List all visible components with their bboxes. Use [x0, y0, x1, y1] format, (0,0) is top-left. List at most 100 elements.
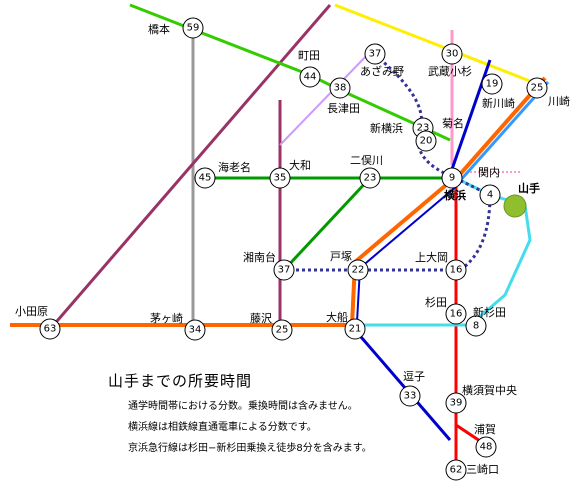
station-minutes: 25: [531, 83, 544, 94]
station-label-kawasaki: 川崎: [548, 95, 570, 108]
station-shonandai: 37: [273, 259, 295, 281]
station-circle: [399, 385, 421, 407]
station-odawara: 63: [39, 318, 61, 340]
station-circle: [526, 77, 548, 99]
legend-note-1: 通学時間帯における分数。乗換時間は含みません。: [128, 401, 358, 412]
station-minutes: 25: [276, 325, 289, 336]
station-circle: [194, 167, 216, 189]
station-label-odawara: 小田原: [15, 305, 48, 318]
station-minutes: 23: [417, 123, 430, 134]
station-circle: [299, 66, 321, 88]
line-blue-dotted-south: [454, 176, 492, 272]
station-circle: [479, 184, 501, 206]
station-circle: [329, 77, 351, 99]
station-circle: [475, 436, 497, 458]
station-label-ofuna: 大船: [326, 311, 348, 324]
station-sugita: 16: [445, 303, 467, 325]
station-minutes: 19: [486, 79, 499, 90]
line-tokaido: [10, 178, 454, 327]
station-nagatsuta: 38: [329, 77, 351, 99]
station-label-sugita: 杉田: [425, 296, 447, 309]
station-circle: [445, 459, 467, 481]
station-label-fujisawa: 藤沢: [250, 312, 272, 325]
station-minutes: 34: [189, 325, 202, 336]
station-machida: 44: [299, 66, 321, 88]
station-minutes: 37: [278, 265, 291, 276]
line-odakyu: [43, 4, 332, 336]
station-minutes: 63: [44, 324, 57, 335]
line-yokosuka-south: [353, 329, 452, 441]
station-yokosukachuo: 39: [445, 392, 467, 414]
station-musashikosugi: 30: [441, 43, 463, 65]
station-minutes: 30: [446, 49, 459, 60]
station-minutes: 23: [364, 173, 377, 184]
destination-marker: [503, 194, 527, 218]
station-minutes: 39: [450, 398, 463, 409]
station-minutes: 16: [450, 265, 463, 276]
station-totsuka: 22: [347, 259, 369, 281]
station-minutes: 48: [480, 442, 493, 453]
station-label-totsuka: 戸塚: [330, 250, 352, 263]
station-label-machida: 町田: [298, 49, 320, 62]
station-circle: [415, 130, 437, 152]
station-minutes: 22: [352, 265, 365, 276]
station-ebina: 45: [194, 167, 216, 189]
legend-note-2: 横浜線は相鉄線直通電車による分数です。: [128, 422, 317, 433]
station-circle: [481, 73, 503, 95]
station-yamato: 35: [269, 167, 291, 189]
station-label-nagatsuta: 長津田: [327, 102, 360, 115]
station-kawasaki: 25: [526, 77, 548, 99]
station-shinkawasaki: 19: [481, 73, 503, 95]
station-kamiooka: 16: [445, 259, 467, 281]
legend-note-3: 京浜急行線は杉田−新杉田乗換え徒歩8分を含みます。: [128, 443, 372, 454]
station-circle: [347, 259, 369, 281]
station-minutes: 16: [450, 309, 463, 320]
station-minutes: 20: [420, 136, 433, 147]
legend: 山手までの所要時間 通学時間帯における分数。乗換時間は含みません。 横浜線は相鉄…: [108, 370, 372, 460]
station-sagamiono: 59: [182, 17, 204, 39]
station-label-azamino: あざみ野: [360, 65, 404, 78]
station-label-musashikosugi: 武蔵小杉: [428, 65, 472, 78]
station-minutes: 44: [304, 72, 317, 83]
station-circle: [359, 167, 381, 189]
station-label-shonandai: 湘南台: [243, 251, 276, 264]
station-circle: [344, 318, 366, 340]
line-yokosuka-north: [456, 81, 550, 184]
station-uraga: 48: [475, 436, 497, 458]
station-circle: [441, 167, 463, 189]
station-kannai: 4: [479, 184, 501, 206]
station-futamatagawa: 23: [359, 167, 381, 189]
station-label-kamiooka: 上大岡: [415, 251, 448, 264]
station-circle: [39, 318, 61, 340]
station-circle: [465, 315, 487, 337]
station-azamino: 37: [364, 43, 386, 65]
station-label-shinsugita: 新杉田: [473, 306, 506, 319]
station-circle: [445, 259, 467, 281]
station-chigasaki: 34: [184, 319, 206, 341]
station-circle: [273, 259, 295, 281]
station-label-yamato: 大和: [289, 159, 311, 172]
station-circle: [184, 319, 206, 341]
station-yokohama: 9: [441, 167, 463, 189]
station-minutes: 33: [404, 391, 417, 402]
station-circle: [182, 17, 204, 39]
station-minutes: 59: [187, 23, 200, 34]
station-circle: [445, 392, 467, 414]
station-label-kannai: 関内: [478, 166, 500, 179]
station-label-misakiguchi: 三崎口: [466, 463, 499, 476]
station-minutes: 9: [449, 173, 455, 184]
station-circle: [269, 167, 291, 189]
station-label-yokosukachuo: 横須賀中央: [462, 384, 517, 397]
station-misakiguchi: 62: [445, 459, 467, 481]
station-label-uraga: 浦賀: [474, 423, 496, 436]
station-label-zushi: 逗子: [403, 370, 425, 383]
station-circle: [445, 303, 467, 325]
line-denentoshi: [279, 49, 373, 146]
station-label-shinyokohama: 新横浜: [370, 122, 403, 135]
station-ofuna: 21: [344, 318, 366, 340]
station-minutes: 21: [349, 324, 362, 335]
destination-label: 山手: [518, 182, 540, 195]
station-shinsugita: 8: [465, 315, 487, 337]
station-label-yokohama: 横浜: [444, 189, 466, 202]
